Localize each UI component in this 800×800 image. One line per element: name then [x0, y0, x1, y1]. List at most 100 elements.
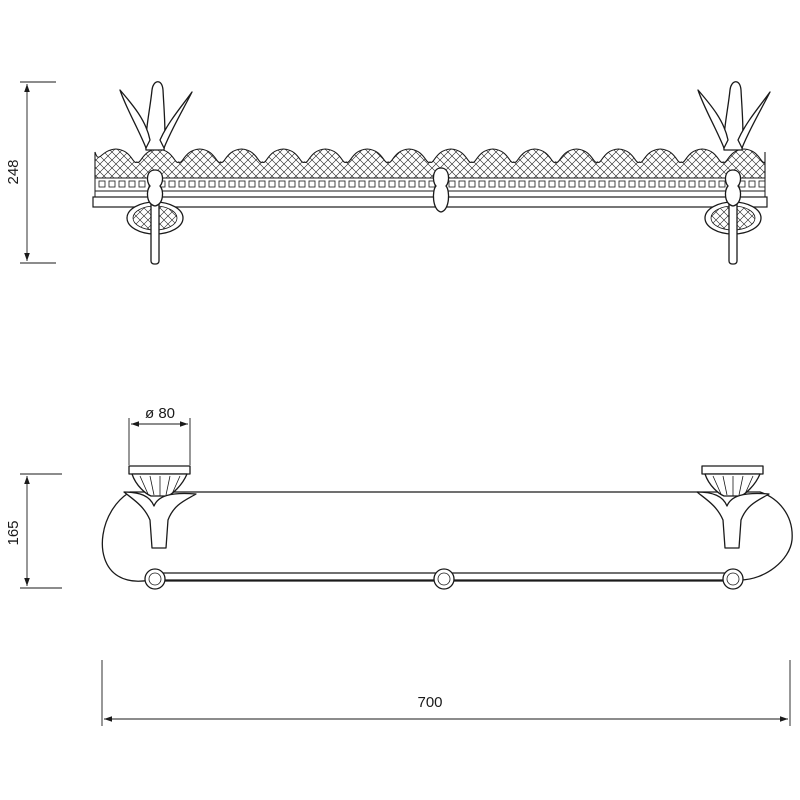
- band-square: [658, 180, 666, 188]
- bracket-knot-right: [724, 169, 742, 207]
- band-square: [648, 180, 656, 188]
- dimension-bracket-diameter: ø 80: [128, 405, 191, 465]
- band-square: [558, 180, 566, 188]
- bracket-post-right: [728, 199, 738, 265]
- band-square: [358, 180, 366, 188]
- band-square: [328, 180, 336, 188]
- band-square: [398, 180, 406, 188]
- dimension-front-height: 248: [5, 81, 56, 264]
- dimension-side-depth: 165: [5, 473, 62, 589]
- band-square: [448, 180, 456, 188]
- knob-center: [433, 568, 455, 590]
- leaf-right-outer: [697, 89, 729, 149]
- dimension-label-165: 165: [5, 520, 22, 545]
- band-square: [118, 180, 126, 188]
- dimension-total-width: 700: [101, 660, 791, 726]
- band-square: [478, 180, 486, 188]
- band-square: [168, 180, 176, 188]
- band-square: [698, 180, 706, 188]
- bracket-arm-right: [696, 491, 770, 549]
- right-bracket-top: [696, 465, 770, 549]
- band-square: [338, 180, 346, 188]
- band-square: [568, 180, 576, 188]
- band-square: [248, 180, 256, 188]
- band-square: [718, 180, 726, 188]
- band-square: [368, 180, 376, 188]
- band-square: [498, 180, 506, 188]
- band-square: [548, 180, 556, 188]
- band-square: [508, 180, 516, 188]
- band-square: [748, 180, 756, 188]
- band-square: [518, 180, 526, 188]
- band-square: [348, 180, 356, 188]
- knob-right: [722, 568, 744, 590]
- wall-plate-right: [701, 465, 764, 475]
- front-view: [92, 81, 771, 265]
- band-square: [598, 180, 606, 188]
- left-bracket-front: [119, 81, 193, 265]
- band-square: [228, 180, 236, 188]
- band-square: [758, 180, 766, 188]
- band-square: [318, 180, 326, 188]
- scalloped-lattice: [94, 148, 766, 179]
- band-square: [678, 180, 686, 188]
- band-square: [268, 180, 276, 188]
- band-square: [408, 180, 416, 188]
- band-square: [628, 180, 636, 188]
- band-square: [538, 180, 546, 188]
- band-square: [578, 180, 586, 188]
- bracket-knot-left: [146, 169, 164, 207]
- gallery-rail: [92, 148, 768, 208]
- leaf-left-outer: [119, 89, 151, 149]
- band-square: [378, 180, 386, 188]
- swan-neck-right: [723, 81, 744, 151]
- band-square: [608, 180, 616, 188]
- band-square: [178, 180, 186, 188]
- band-square: [708, 180, 716, 188]
- wall-plate-left: [128, 465, 191, 475]
- dimension-label-diameter: ø 80: [145, 405, 175, 422]
- band-square: [308, 180, 316, 188]
- band-square: [388, 180, 396, 188]
- knob-left: [144, 568, 166, 590]
- band-square: [688, 180, 696, 188]
- band-square: [588, 180, 596, 188]
- band-square: [668, 180, 676, 188]
- band-square: [108, 180, 116, 188]
- band-square: [458, 180, 466, 188]
- band-square: [258, 180, 266, 188]
- dimension-label-248: 248: [5, 159, 22, 184]
- band-square: [418, 180, 426, 188]
- band-square: [528, 180, 536, 188]
- band-square: [638, 180, 646, 188]
- glass-shelf-edge: [92, 196, 768, 208]
- band-square: [128, 180, 136, 188]
- band-square: [298, 180, 306, 188]
- band-square: [618, 180, 626, 188]
- band-square: [218, 180, 226, 188]
- band-square: [138, 180, 146, 188]
- band-square: [488, 180, 496, 188]
- square-band: [94, 177, 766, 192]
- bracket-arm-left: [123, 491, 197, 549]
- dimension-label-700: 700: [417, 694, 442, 711]
- band-square: [198, 180, 206, 188]
- right-bracket-front: [697, 81, 771, 265]
- top-view: [101, 465, 793, 590]
- top-bar: [94, 190, 766, 198]
- left-bracket-top: [123, 465, 197, 549]
- band-square: [238, 180, 246, 188]
- band-square: [208, 180, 216, 188]
- square-band-pattern: [98, 180, 766, 188]
- band-square: [98, 180, 106, 188]
- band-square: [468, 180, 476, 188]
- leaf-left-inner: [159, 91, 193, 149]
- swan-neck-left: [145, 81, 166, 151]
- center-knot: [432, 167, 450, 213]
- rail-knobs: [144, 568, 744, 590]
- band-square: [288, 180, 296, 188]
- band-square: [278, 180, 286, 188]
- bracket-post-left: [150, 199, 160, 265]
- leaf-right-inner: [737, 91, 771, 149]
